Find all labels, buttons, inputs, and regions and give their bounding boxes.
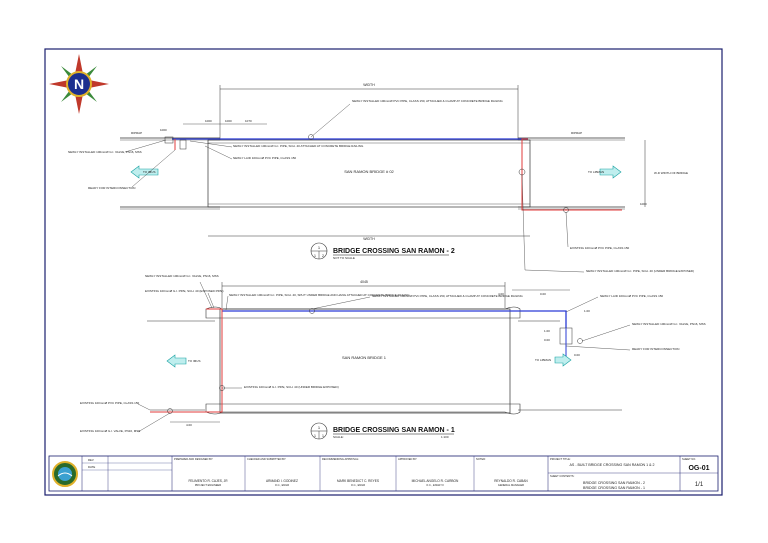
name-approved: MICHAEL ANGELO R. CARBON [412,479,459,483]
callout-gi-pipe: NEWLY INSTALLED 100mmØ G.I. PIPE, SCH. 4… [233,144,364,148]
dim-4: 1000 [160,128,167,132]
bridge2-side-dim: 1000 [640,202,647,206]
callout-gi-valve: NEWLY INSTALLED 100mmØ G.I. VALVE, PN16,… [68,150,142,154]
b1-callout-ready: READY FOR INTERCONNECTION [632,347,679,351]
north-compass-icon: N [49,54,109,114]
bridge2-length-top: WIDTH [363,83,375,87]
bridge1-scale: SCALE: [333,435,344,439]
dim-2: 1000 [225,119,232,123]
b1-dim-1: 4.00 [498,292,504,296]
page-number: 1/1 [695,482,704,488]
b1-dim-2: 0.00 [540,292,546,296]
name-noted: REYNALDO R. CABAN [494,479,528,483]
bridge1-title: BRIDGE CROSSING SAN RAMON - 1 [333,427,455,434]
bridge1-gi-pipe [150,308,223,413]
bridge2-length-bottom: WIDTH [363,237,375,241]
bridge-2-plan: WIDTH 1000 1000 1070 1000 RIPRAP RIPRAP … [68,83,694,273]
callout-top: NEWLY INSTALLED 100mmØ PVC PIPE, CLASS 1… [352,99,503,103]
b1-callout-existing-gi: EXISTING 100mmØ G.I. PIPE, SCH. 40 (EXPO… [145,289,224,293]
b1-dim-3: 1.00 [584,309,590,313]
bridge2-width-label: W-D WIDTH OF BRIDGE [654,171,688,175]
to-imus-arrow-icon [130,165,159,179]
b1-callout-existing-under: EXISTING 100mmØ G.I. PIPE, SCH. 40 (UNDE… [244,385,339,389]
bridge1-bubble-left: 1 [314,434,316,438]
project-label: PROJECT TITLE: [550,457,571,461]
bridge2-bubble-right: 2 [322,254,324,258]
checked-label: CHECKED AND SUBMITTED BY: [247,457,286,461]
project-title: AS - BUILT BRIDGE CROSSING SAN RAMON 1 &… [570,463,655,467]
role-approved: O.C., ENGR VI [426,483,444,487]
bridge2-title: BRIDGE CROSSING SAN RAMON - 2 [333,248,455,255]
prepared-label: PREPARED AND DESIGNED BY: [174,457,213,461]
recommended-label: RECOMMENDING APPROVAL: [322,457,359,461]
callout-pvc-laid: NEWLY LAID 100mmØ PVC PIPE, CLASS 150 [233,156,296,160]
name-checked: ARMAND I. GODINEZ [266,479,298,483]
bridge-1-plan: 4045 SAN RAMON BRIDGE 1 4.00 0.00 1.00 1… [80,274,706,440]
role-recommended: O.C., ENGR [351,483,365,487]
sheet-border [44,48,723,496]
bridge1-to-left: TO IMUS [188,359,200,363]
sheet-contents-2: BRIDGE CROSSING SAN RAMON - 1 [583,486,645,490]
role-noted: GENERAL MANAGER [498,483,524,487]
name-prepared: FELIMENTO R. CAJES, JR [188,479,228,483]
bridge1-scale-value: 1:100 [441,435,449,439]
bridge2-gi-pipe [521,138,622,211]
b1-callout-gi-split: NEWLY INSTALLED 100mmØ G.I. PIPE, SCH. 4… [229,293,410,297]
bridge2-bubble-top: 1 [318,245,321,250]
approved-label: APPROVED BY: [398,457,417,461]
sheet-no-label: SHEET NO. [682,457,696,461]
b1-callout-pvc-laid: NEWLY LAID 100mmØ PVC PIPE, CLASS 150 [600,294,663,298]
bridge1-bubble-right: 1 [322,434,324,438]
b1-dim-5: 0.00 [544,338,550,342]
to-libman-arrow-icon [599,165,622,179]
b1-callout-valve-top: NEWLY INSTALLED 100mmØ G.I. VALVE, PN16,… [145,274,219,278]
right-road-label: RIPRAP [571,131,582,135]
callout-gi-under: NEWLY INSTALLED 100mmØ G.I. PIPE, SCH. 4… [586,269,694,273]
callout-ready: READY FOR INTERCONNECTION [88,186,135,190]
to-libman-arrow-icon [554,353,572,367]
bridge2-name: SAN RAMON BRIDGE # 02 [344,169,394,174]
sheet-contents-1: BRIDGE CROSSING SAN RAMON - 2 [583,481,645,485]
sheet-contents-label: SHEET CONTENTS: [550,474,575,478]
title-block: REV DATE PREPARED AND DESIGNED BY: CHECK… [48,455,719,492]
to-imus-arrow-icon [166,354,187,368]
bridge1-length-top: 4045 [360,280,368,284]
rev-label: REV [88,458,94,462]
bridge1-deck [219,308,511,414]
bridge2-scale: NOT TO SCALE [333,256,355,260]
bridge1-pvc-pipe [222,310,567,328]
callout-existing: EXISTING 100mmØ PVC PIPE, CLASS 150 [570,246,630,250]
dim-1: 1000 [205,119,212,123]
role-checked: O.C., ENGR [275,483,289,487]
noted-label: NOTED: [476,457,486,461]
b1-dim-6: 0.00 [574,353,580,357]
bridge2-bubble-left: 1 [314,254,316,258]
sheet-number: OG-01 [688,465,709,472]
bridge1-to-right: TO LIBMAN [535,358,551,362]
b1-dim-7: 4.00 [186,423,192,427]
b1-dim-4: 1.00 [544,329,550,333]
bridge1-name: SAN RAMON BRIDGE 1 [342,355,387,360]
b1-callout-valve-right: NEWLY INSTALLED 100mmØ G.I. VALVE, PN16,… [632,322,706,326]
date-label: DATE [88,465,95,469]
b1-callout-pvc-railing: NEWLY INSTALLED 100mmØ PVC PIPE, CLASS 1… [372,294,523,298]
dim-3: 1070 [245,119,252,123]
compass-letter: N [74,76,84,92]
left-road-label: RIPRAP [131,131,142,135]
name-recommended: MARK BENEDICT C. REYES [337,479,379,483]
bridge2-deck [207,139,531,208]
bridge1-bubble-top: 1 [318,425,321,430]
bridge2-to-right: TO LIBMAN [588,170,604,174]
role-prepared: PROJECT ENGINEER [195,483,221,487]
b1-callout-existing-pvc: EXISTING 100mmØ PVC PIPE, CLASS 150 [80,401,140,405]
water-district-seal [52,461,78,487]
b1-callout-existing-valve: EXISTING 100mmØ G.I. VALVE, PN16, MSS [80,429,140,433]
